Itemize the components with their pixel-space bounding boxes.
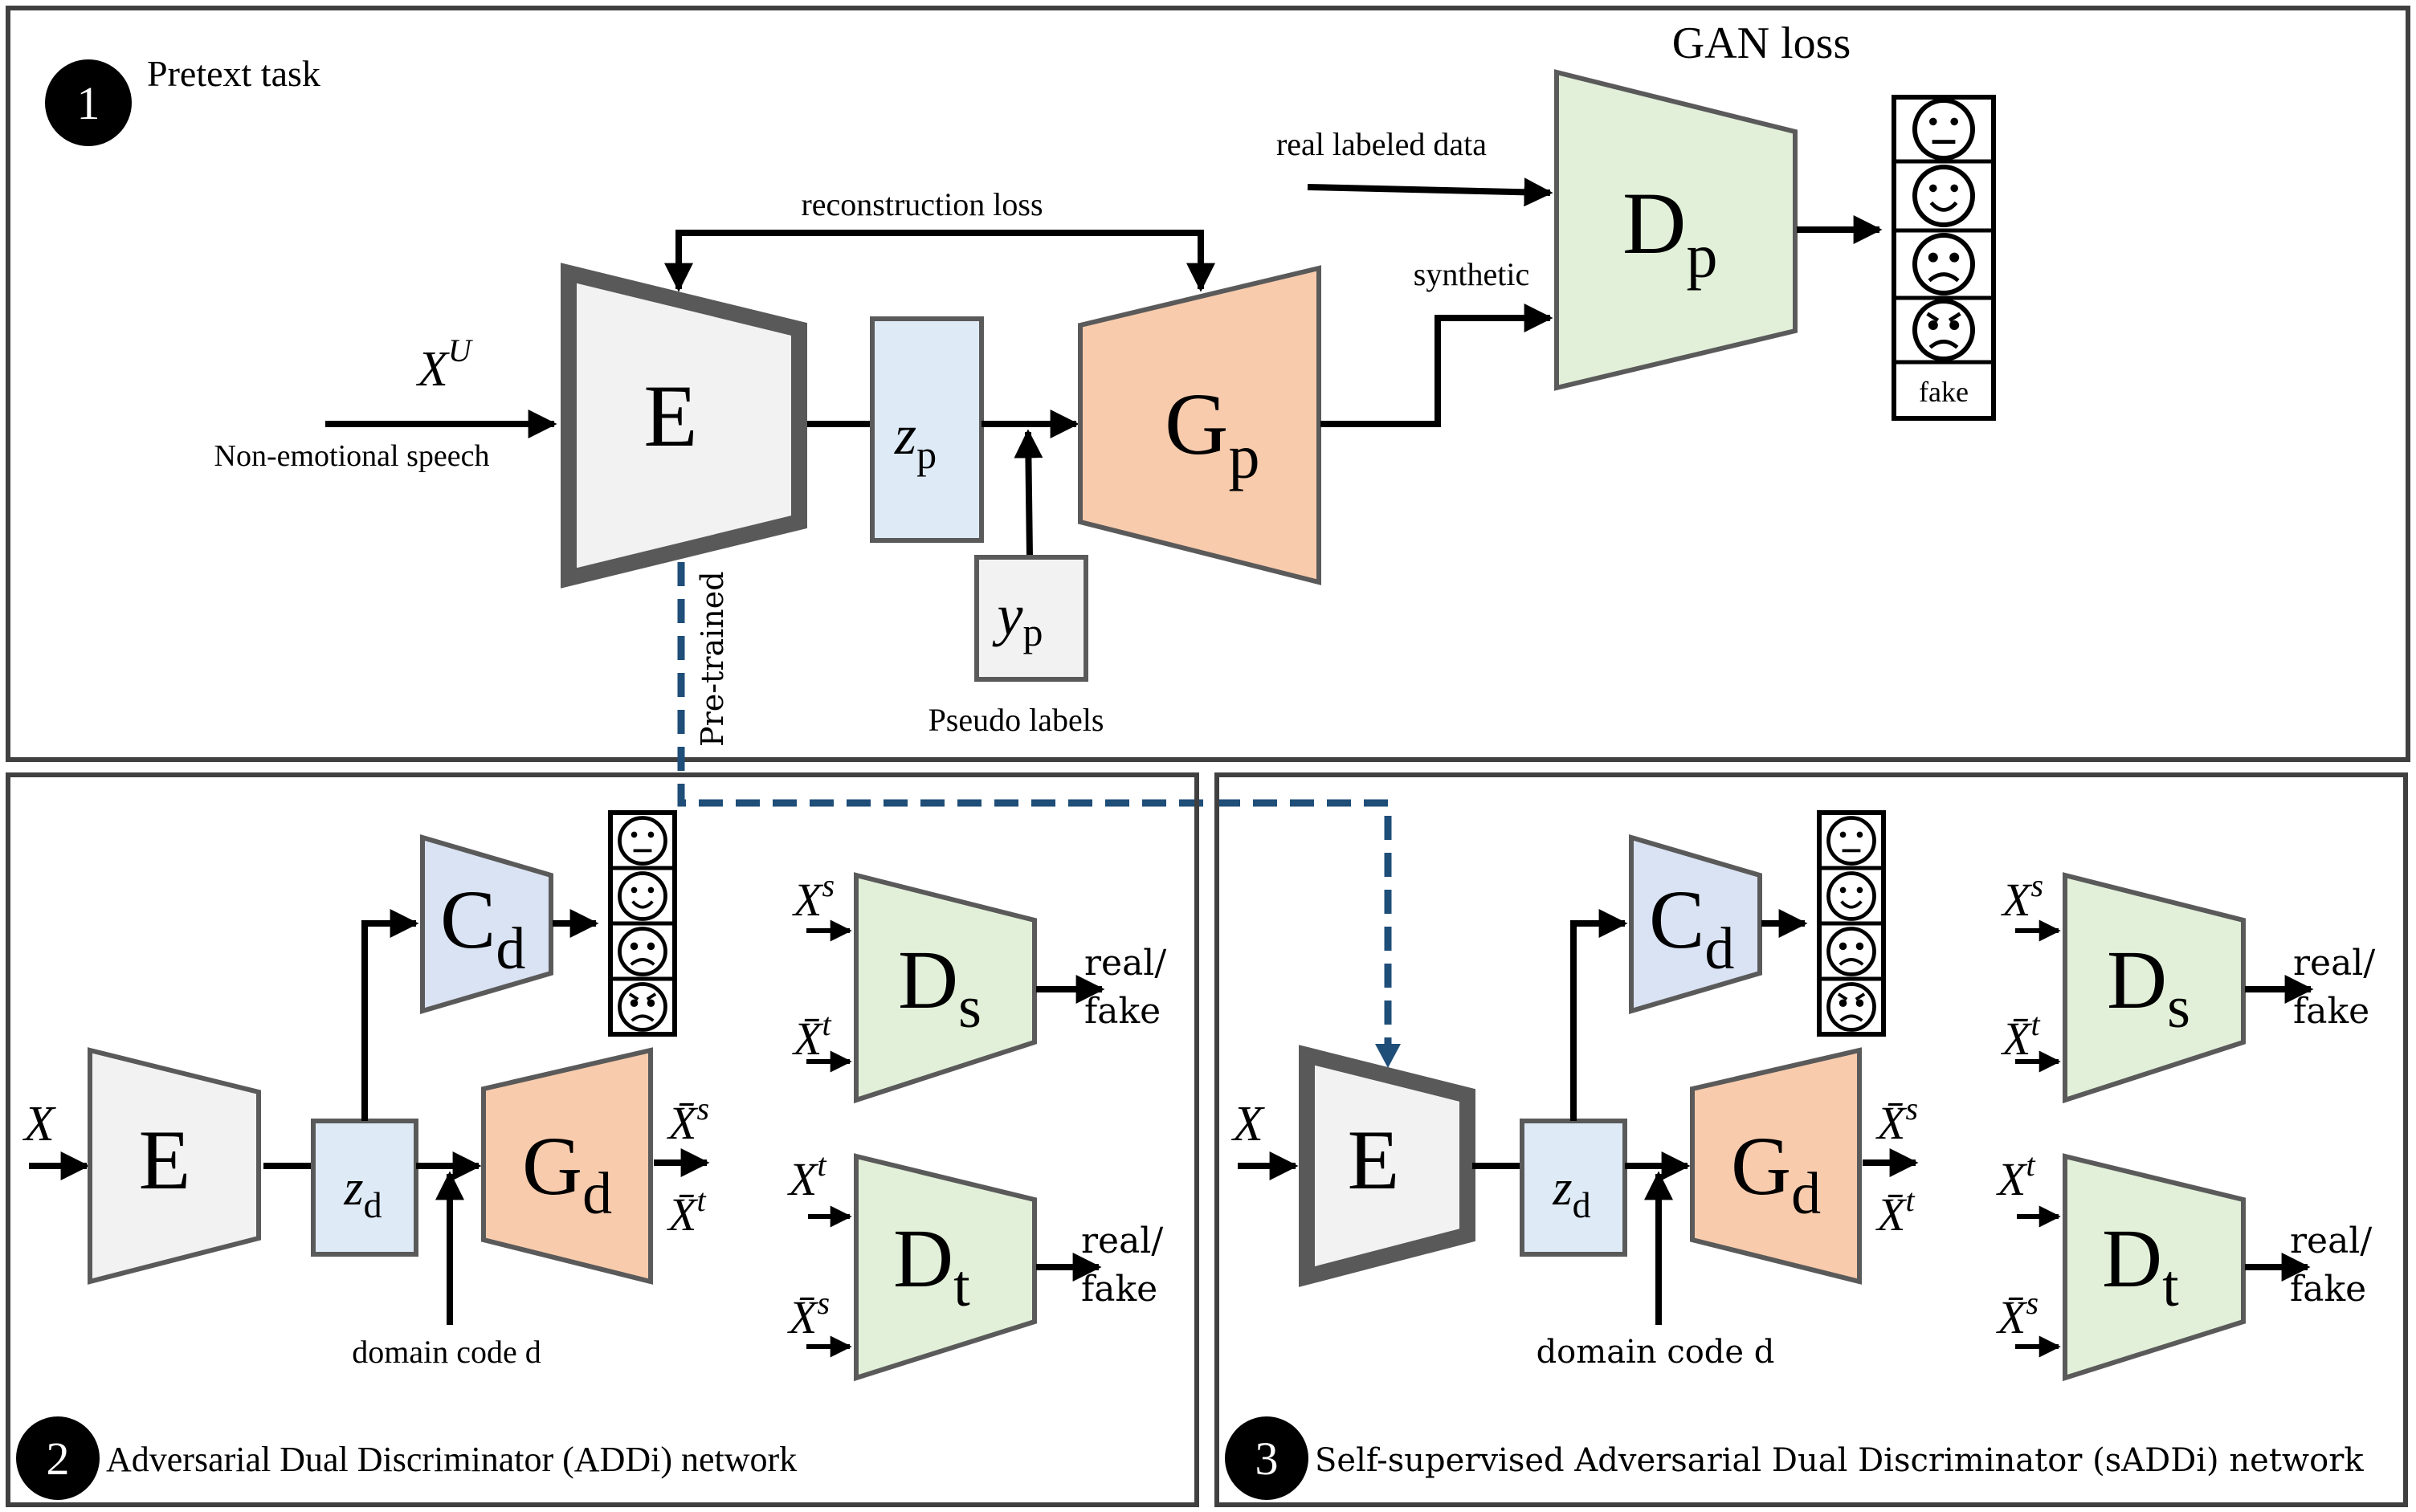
reconstruction-arrow-to-generator: [675, 230, 1215, 292]
dt-output-real-label: real/: [1081, 1221, 1163, 1261]
discriminator-dp-block: [1554, 69, 1798, 391]
encoder-block: [1299, 1045, 1475, 1287]
encoder-label: E: [1348, 1113, 1400, 1207]
dt-input-real-label: Xt: [787, 1147, 826, 1205]
classifier-cd-block: [1629, 833, 1762, 1015]
generated-source-label: X̄s: [1875, 1090, 1918, 1149]
panel-pretext-task: 1 Pretext task XU Non-emotional speech E…: [6, 6, 2410, 762]
reconstruction-loss-label: reconstruction loss: [801, 186, 1043, 222]
latent-zd-label: zd: [1552, 1161, 1590, 1225]
ds-output-real-label: real/: [1084, 943, 1166, 984]
pretrained-arrowhead-icon: [1375, 1044, 1401, 1068]
classifier-cd-block: [420, 833, 553, 1015]
number-badge-icon: [45, 59, 132, 146]
pseudo-label-yp-label: yp: [992, 583, 1043, 654]
pseudo-labels-caption: Pseudo labels: [928, 702, 1104, 738]
panel3-number: 3: [1255, 1433, 1279, 1485]
real-data-arrow: [1307, 177, 1553, 207]
dt-output-fake-label: fake: [1081, 1269, 1157, 1310]
discriminator-ds-block: [854, 872, 1037, 1104]
synthetic-label: synthetic: [1414, 256, 1529, 292]
panel-1-number: 1: [77, 77, 100, 129]
ds-input-fake-label: X̄t: [2001, 1006, 2040, 1065]
dt-output-fake-label: fake: [2290, 1269, 2366, 1310]
discriminator-ds-label: Ds: [2107, 934, 2190, 1041]
synthetic-arrow: [1320, 304, 1553, 427]
number-badge-icon: [1225, 1416, 1308, 1500]
dt-output-real-label: real/: [2290, 1221, 2372, 1261]
ds-output-fake-label: fake: [1084, 991, 1161, 1032]
dt-input-real-label: Xt: [1996, 1147, 2035, 1205]
emotion-class-column: [608, 810, 677, 1037]
encoder-block: [561, 263, 807, 589]
input-symbol: X: [1230, 1097, 1265, 1151]
encoder-label: E: [643, 367, 697, 465]
fake-class-label: fake: [1919, 376, 1969, 408]
latent-to-classifier-arrow: [1570, 909, 1628, 1121]
panel2-title: Adversarial Dual Discriminator (ADDi) ne…: [106, 1440, 797, 1479]
discriminator-dt-block: [2063, 1153, 2246, 1382]
generated-source-label: X̄s: [667, 1090, 709, 1149]
latent-zp-block: [870, 316, 984, 543]
pretrained-link: Pre-trained: [677, 562, 1401, 1068]
gan-loss-label: GAN loss: [1672, 18, 1851, 68]
discriminator-ds-block: [2063, 872, 2246, 1104]
latent-zd-block: [1520, 1119, 1627, 1257]
generator-gd-label: Gd: [1731, 1120, 1821, 1227]
generated-target-label: X̄t: [1875, 1182, 1915, 1241]
discriminator-dt-label: Dt: [2102, 1212, 2179, 1319]
generator-gp-block: [1078, 265, 1321, 585]
ds-input-fake-label: X̄t: [792, 1006, 831, 1065]
dt-input-fake-label: X̄s: [787, 1285, 830, 1343]
output-class-column-border: [1892, 95, 1996, 421]
generated-target-label: X̄t: [667, 1182, 706, 1241]
panel-1-border: [6, 6, 2410, 762]
panel-1-title: Pretext task: [147, 53, 320, 94]
classifier-cd-label: Cd: [440, 874, 525, 982]
input-symbol: XU: [415, 332, 474, 397]
discriminator-dt-label: Dt: [893, 1212, 970, 1319]
ds-output-real-label: real/: [2293, 943, 2375, 984]
ds-output-fake-label: fake: [2293, 991, 2369, 1032]
panel-1-badge: 1: [45, 59, 132, 146]
output-class-column: fake: [1892, 95, 1996, 421]
ds-input-real-label: Xs: [792, 867, 835, 926]
pretrained-dashed-arrow: [677, 562, 1392, 1058]
generator-gd-block: [1690, 1047, 1862, 1285]
panel-saddi-network: 3 Self-supervised Adversarial Dual Discri…: [1214, 772, 2408, 1507]
discriminator-ds-label: Ds: [898, 934, 982, 1041]
panel3-title: Self-supervised Adversarial Dual Discrim…: [1315, 1442, 2364, 1479]
encoder-block: [88, 1047, 261, 1285]
latent-zd-label: zd: [343, 1161, 382, 1225]
pretrained-label: Pre-trained: [695, 571, 730, 747]
panel-addi-network: 2 Adversarial Dual Discriminator (ADDi) n…: [6, 772, 1199, 1507]
latent-to-classifier-arrow: [361, 909, 419, 1121]
classifier-cd-label: Cd: [1649, 874, 1734, 982]
panel2-number: 2: [47, 1433, 70, 1485]
domain-code-label: domain code d: [1537, 1334, 1775, 1371]
dt-input-fake-label: X̄s: [1996, 1285, 2038, 1343]
pseudo-label-arrow: [1014, 429, 1043, 556]
panel3-border: [1214, 772, 2408, 1507]
domain-code-label: domain code d: [352, 1334, 541, 1370]
discriminator-dt-block: [854, 1153, 1037, 1382]
discriminator-dp-label: Dp: [1622, 174, 1717, 291]
emotion-class-column: [1817, 810, 1886, 1037]
latent-zp-label: zp: [894, 405, 937, 477]
encoder-label: E: [139, 1113, 191, 1207]
panel2-border: [6, 772, 1199, 1507]
number-badge-icon: [16, 1416, 100, 1500]
generator-gd-block: [481, 1047, 653, 1285]
input-caption: Non-emotional speech: [214, 439, 490, 473]
input-symbol: X: [22, 1097, 56, 1151]
generator-gp-label: Gp: [1165, 375, 1259, 491]
generator-gd-label: Gd: [522, 1120, 612, 1227]
real-labeled-data-label: real labeled data: [1276, 126, 1487, 162]
pseudo-label-yp-block: [974, 555, 1088, 682]
ds-input-real-label: Xs: [2001, 867, 2043, 926]
